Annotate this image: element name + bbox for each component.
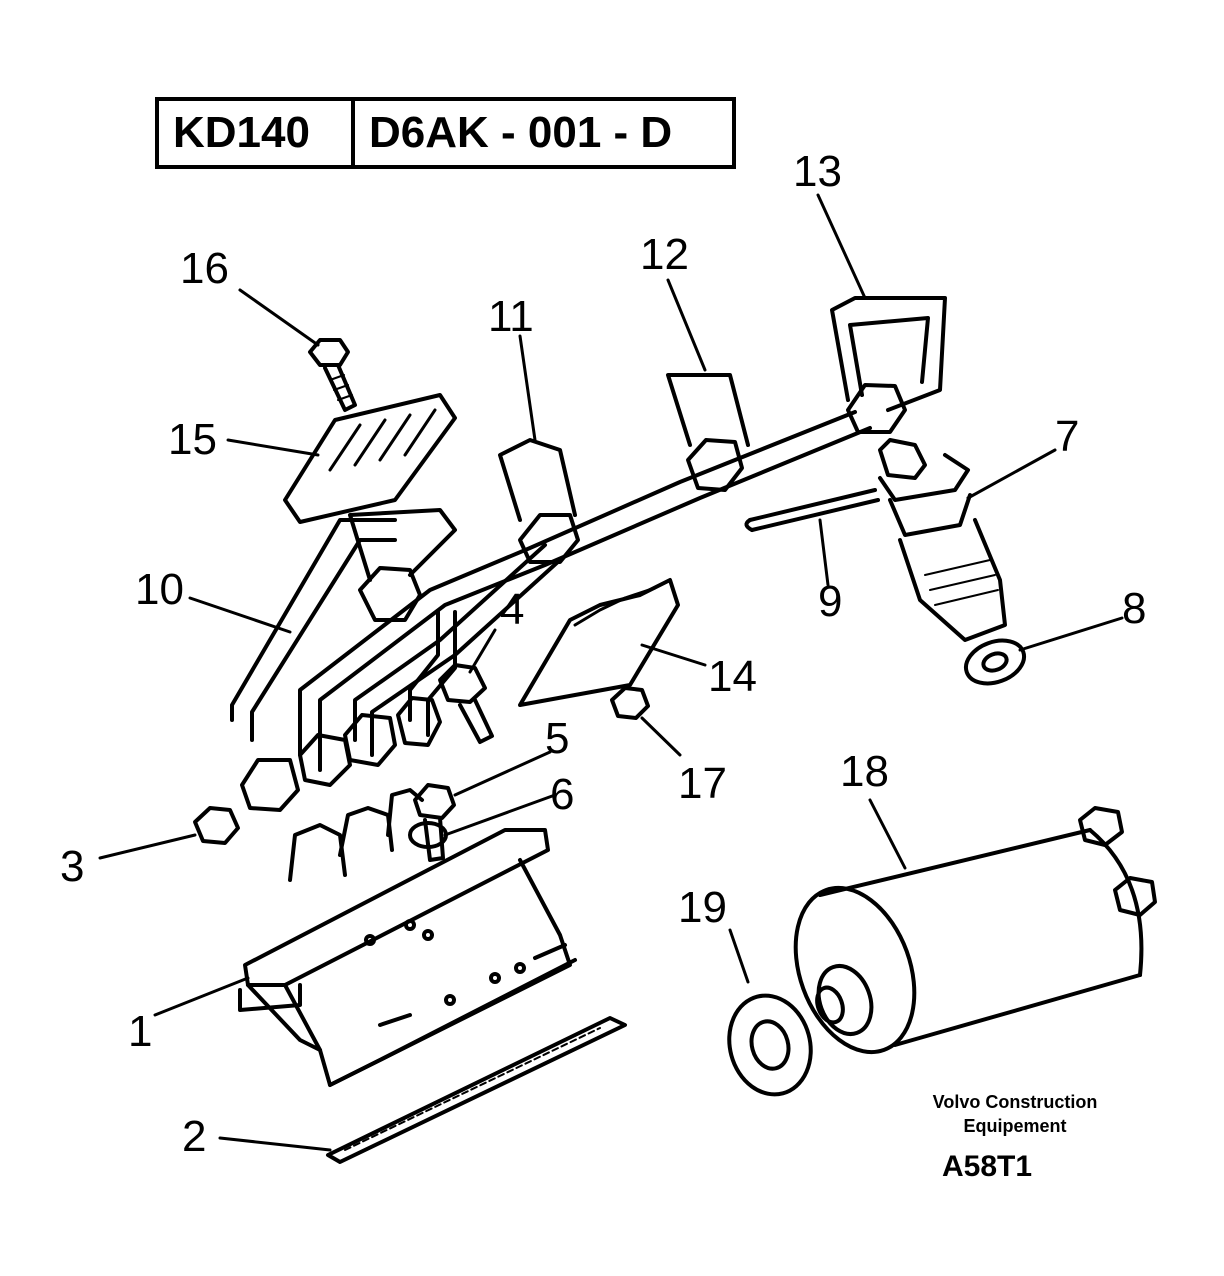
clamp-15 bbox=[283, 393, 457, 524]
callout-14: 14 bbox=[708, 652, 757, 701]
callout-11: 11 bbox=[488, 292, 534, 341]
callout-13: 13 bbox=[793, 147, 842, 196]
callout-4: 4 bbox=[500, 585, 525, 634]
callout-3: 3 bbox=[60, 842, 85, 891]
manufacturer-label: Volvo Construction Equipement bbox=[905, 1090, 1125, 1138]
diagram-reference: D6AK - 001 - D bbox=[369, 108, 673, 157]
callout-17: 17 bbox=[678, 759, 727, 808]
washer-8 bbox=[963, 638, 1027, 686]
injector-7 bbox=[878, 438, 1007, 642]
callout-5: 5 bbox=[545, 714, 570, 763]
solenoid-18 bbox=[793, 806, 1157, 1055]
gasket-2 bbox=[326, 1016, 627, 1164]
screw-4 bbox=[438, 663, 494, 744]
nut-17 bbox=[610, 686, 650, 720]
callout-9: 9 bbox=[818, 577, 843, 626]
callout-18: 18 bbox=[840, 747, 889, 796]
callout-12: 12 bbox=[640, 230, 689, 279]
delivery-pipes bbox=[230, 296, 947, 772]
callout-1: 1 bbox=[128, 1007, 153, 1056]
callout-6: 6 bbox=[550, 770, 575, 819]
callout-19: 19 bbox=[678, 883, 727, 932]
callout-2: 2 bbox=[182, 1112, 207, 1161]
callout-16: 16 bbox=[180, 244, 229, 293]
manufacturer-line-2: Equipement bbox=[963, 1116, 1067, 1136]
manufacturer-line-1: Volvo Construction bbox=[932, 1092, 1098, 1112]
leader-lines bbox=[98, 193, 1124, 1152]
title-block: KD140 D6AK - 001 - D bbox=[155, 97, 736, 169]
injection-pump-1 bbox=[238, 788, 577, 1087]
callout-7: 7 bbox=[1055, 412, 1080, 461]
screw-16 bbox=[308, 338, 357, 412]
return-pipe-9 bbox=[744, 488, 880, 532]
callout-15: 15 bbox=[168, 415, 217, 464]
model-code: KD140 bbox=[159, 101, 355, 165]
drawing-id: A58T1 bbox=[942, 1150, 1033, 1183]
pipe-union-nuts bbox=[240, 383, 907, 812]
callout-8: 8 bbox=[1122, 584, 1147, 633]
clamp-14 bbox=[518, 578, 680, 707]
callout-10: 10 bbox=[135, 565, 184, 614]
screw-5 bbox=[413, 783, 456, 862]
washer-19 bbox=[727, 993, 813, 1097]
nut-3 bbox=[193, 806, 240, 845]
